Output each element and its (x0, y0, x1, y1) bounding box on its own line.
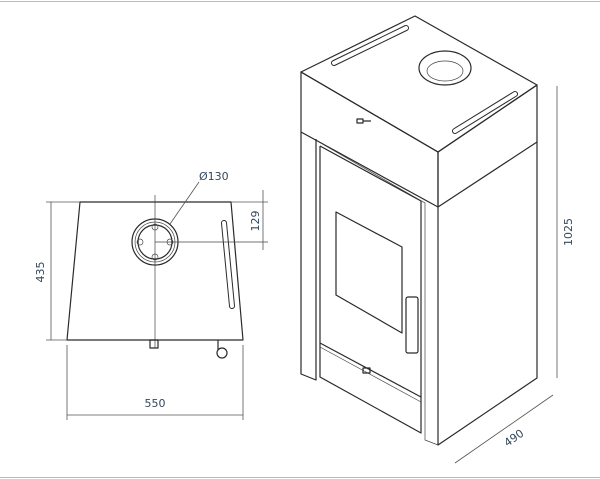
right-face (437, 84, 538, 446)
door-window (335, 211, 403, 334)
bottom-tab (149, 339, 159, 349)
door (319, 145, 422, 434)
door-handle (405, 296, 419, 354)
depth-dimension-435: 435 (34, 262, 47, 283)
top-plate-outline (66, 201, 244, 341)
depth-dimension-490: 490 (502, 427, 527, 450)
width-dimension-550: 550 (145, 397, 166, 410)
ash-drawer-catch (362, 367, 371, 374)
air-control-lever (356, 118, 371, 124)
iso-view: 1025 490 (300, 15, 575, 464)
flue-diameter-label: Ø130 (199, 170, 229, 183)
height-dimension-1025: 1025 (562, 218, 575, 246)
top-view: 435 129 Ø130 550 (34, 170, 268, 420)
flue-outlet (418, 50, 472, 86)
flue-offset-dimension-129: 129 (249, 211, 262, 232)
top-box-front (300, 71, 439, 208)
top-face (300, 15, 538, 153)
control-knob (216, 347, 228, 359)
